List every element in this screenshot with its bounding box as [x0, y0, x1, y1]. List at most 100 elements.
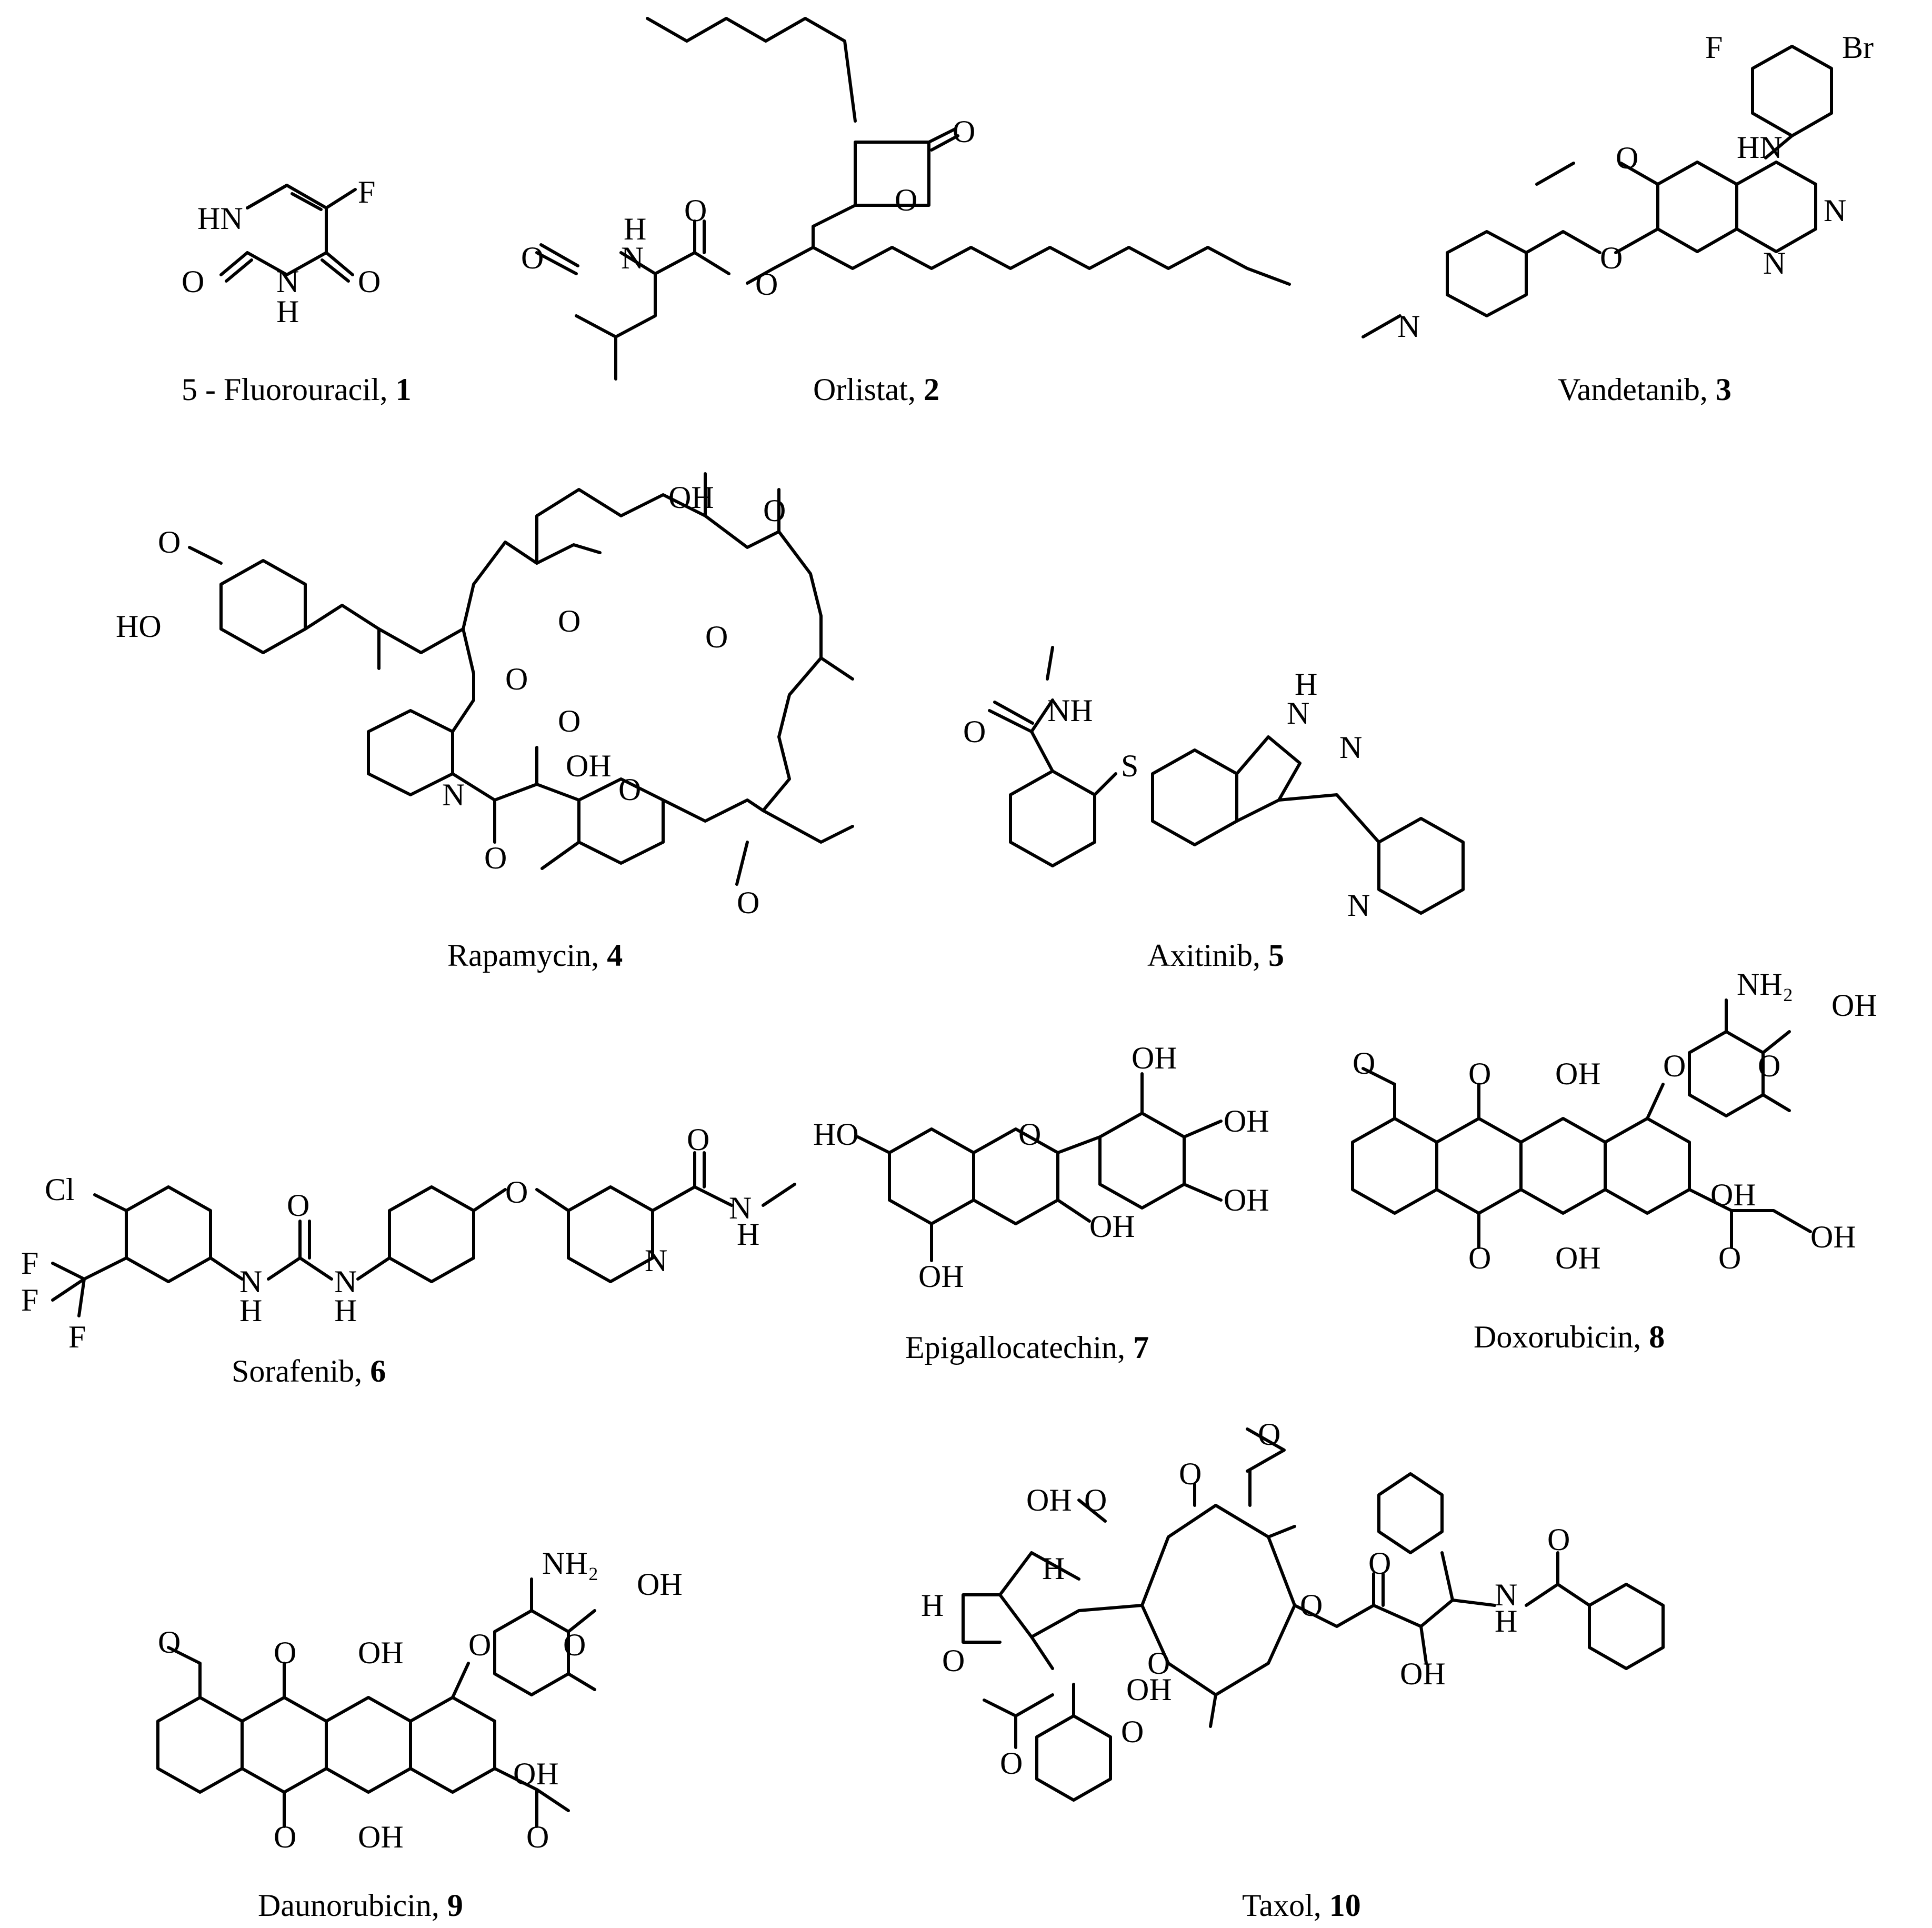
atom-label: Br	[1842, 30, 1874, 65]
atom-label: N	[334, 1264, 357, 1299]
structure-daunorubicin: NH₂ OH O O O OH O OH O OH O Daunorubicin…	[156, 1546, 683, 1923]
atom-label: OH	[358, 1635, 404, 1670]
atom-label: F	[21, 1283, 38, 1317]
atom-label: O	[963, 714, 986, 749]
atom-label: OH	[1710, 1177, 1756, 1212]
atom-label: OH	[1555, 1056, 1601, 1091]
atom-label: O	[1758, 1048, 1780, 1083]
compound-caption: Daunorubicin, 9	[258, 1888, 463, 1923]
atom-label: O	[1084, 1483, 1107, 1517]
atom-label: O	[1468, 1241, 1491, 1275]
atom-label: O	[1300, 1588, 1323, 1623]
atom-label: O	[1121, 1714, 1144, 1749]
atom-label: O	[274, 1820, 296, 1854]
atom-label: O	[763, 493, 786, 528]
atom-label: O	[558, 604, 580, 638]
atom-label: N	[442, 777, 465, 812]
atom-label: F	[68, 1320, 86, 1354]
compound-caption: Epigallocatechin, 7	[905, 1330, 1149, 1365]
atom-label: H	[1495, 1604, 1517, 1639]
atom-label: N	[1824, 193, 1846, 228]
atom-label: HN	[1737, 130, 1783, 165]
atom-label: OH	[1126, 1672, 1172, 1707]
compound-name: Taxol	[1242, 1888, 1314, 1923]
compound-name: Doxorubicin	[1474, 1320, 1633, 1354]
compound-number: 8	[1649, 1320, 1665, 1354]
atom-label: O	[274, 1635, 296, 1670]
atom-label: HO	[813, 1117, 859, 1152]
compound-number: 1	[396, 372, 412, 407]
atom-label: O	[505, 1175, 528, 1210]
atom-label: OH	[358, 1820, 404, 1854]
atom-label: O	[1000, 1746, 1023, 1781]
atom-label: O	[755, 267, 778, 302]
atom-label: NH₂	[1737, 967, 1794, 1002]
compound-caption: Axitinib, 5	[1147, 938, 1284, 973]
compound-caption: 5 - Fluorouracil, 1	[182, 372, 412, 407]
atom-label: O	[1368, 1546, 1391, 1581]
atom-label: OH	[1555, 1241, 1601, 1275]
compound-name: Orlistat	[813, 372, 908, 407]
atom-label: N	[645, 1243, 667, 1278]
compound-name: 5 - Fluorouracil	[182, 372, 380, 407]
atom-label: O	[287, 1188, 309, 1223]
atom-label: H	[737, 1217, 759, 1252]
compound-name: Axitinib	[1147, 938, 1253, 973]
atom-label: O	[563, 1627, 586, 1662]
atom-label: H	[1042, 1551, 1065, 1586]
atom-label: F	[1705, 30, 1723, 65]
atom-label: N	[1763, 246, 1786, 281]
atom-label: O	[1147, 1646, 1170, 1681]
atom-label: OH	[668, 480, 714, 515]
atom-label: H	[921, 1588, 944, 1623]
atom-label: S	[1121, 748, 1138, 783]
atom-label: N	[239, 1264, 262, 1299]
compound-name: Daunorubicin	[258, 1888, 432, 1923]
atom-label: NH	[1047, 693, 1093, 728]
atom-label: O	[468, 1627, 491, 1662]
atom-label: OH	[1132, 1041, 1177, 1075]
atom-label: N	[1397, 309, 1420, 344]
atom-label: H	[624, 212, 646, 246]
atom-label: F	[21, 1246, 38, 1281]
atom-label: O	[953, 114, 975, 149]
compound-name: Epigallocatechin	[905, 1330, 1117, 1365]
atom-label: O	[1547, 1522, 1570, 1557]
atom-label: H	[239, 1293, 262, 1328]
atom-label: O	[505, 662, 528, 696]
atom-label: O	[705, 620, 728, 654]
atom-label: O	[942, 1643, 965, 1678]
atom-label: O	[558, 704, 580, 738]
structure-taxol: O OH O O H H O O N H O O OH O OH O O Tax…	[921, 1417, 1665, 1923]
compound-caption: Rapamycin, 4	[447, 938, 623, 973]
compound-number: 7	[1133, 1330, 1149, 1365]
atom-label: O	[526, 1820, 549, 1854]
atom-label: O	[737, 885, 759, 920]
atom-label: HO	[116, 609, 162, 644]
structure-orlistat: O O O H N O O Orlistat, 2	[521, 17, 1291, 407]
atom-label: O	[158, 525, 181, 560]
structure-rapamycin: OH O O HO O O O O OH O N O O Rapamycin, …	[116, 472, 854, 973]
compound-caption: Sorafenib, 6	[232, 1354, 386, 1388]
atom-label: OH	[1831, 988, 1877, 1023]
atom-label: O	[484, 841, 507, 875]
structure-doxorubicin: NH₂ OH O O O OH O OH O OH OH O Doxorubic…	[1351, 967, 1877, 1354]
atom-label: O	[1179, 1456, 1202, 1491]
atom-label: N	[621, 241, 644, 275]
compound-name: Vandetanib	[1558, 372, 1700, 407]
atom-label: O	[1353, 1046, 1375, 1081]
atom-label: O	[684, 193, 707, 228]
compound-name: Rapamycin	[447, 938, 591, 973]
atom-label: O	[1663, 1048, 1686, 1083]
atom-label: OH	[566, 748, 612, 783]
atom-label: O	[158, 1625, 181, 1660]
compound-number: 5	[1268, 938, 1284, 973]
atom-label: O	[1258, 1417, 1280, 1452]
structure-sorafenib: Cl F F F O N H N H O O N H N Sorafenib, …	[21, 1122, 796, 1388]
structure-vandetanib: F Br HN O N N O N Vandetanib, 3	[1362, 30, 1874, 407]
atom-label: OH	[1224, 1183, 1269, 1217]
atom-label: H	[1295, 667, 1317, 702]
compound-caption: Vandetanib, 3	[1558, 372, 1731, 407]
atom-label: N	[276, 264, 299, 299]
